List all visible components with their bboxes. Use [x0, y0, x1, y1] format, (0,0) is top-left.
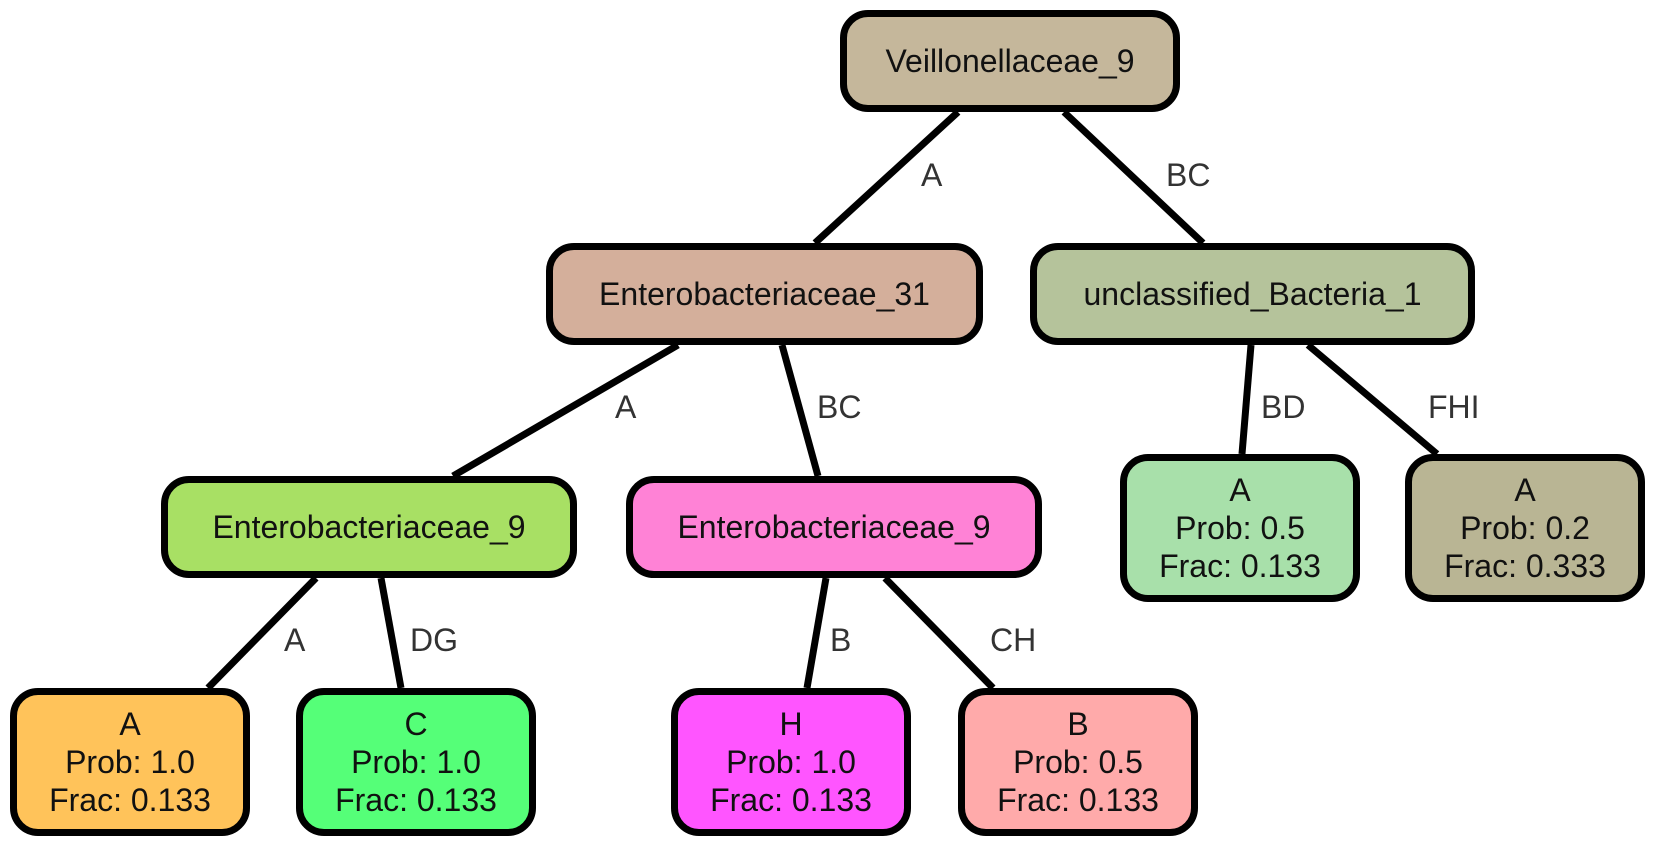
node-veillonellaceae-9: Veillonellaceae_9: [840, 10, 1180, 112]
edge-entero9a-leafC: [377, 577, 405, 689]
leaf-frac: Frac: 0.133: [335, 782, 497, 818]
leaf-node-h: H Prob: 1.0 Frac: 0.133: [671, 688, 911, 836]
edge-label-entero31-entero9a: A: [615, 389, 637, 425]
edge-label-entero9a-leafC: DG: [410, 622, 458, 658]
leaf-prob: Prob: 1.0: [351, 744, 481, 780]
edge-label-entero9b-leafH: B: [830, 622, 852, 658]
edge-label-root-entero31: A: [921, 157, 943, 193]
leaf-frac: Frac: 0.133: [710, 782, 872, 818]
edge-label-unclass-leafA2: BD: [1261, 389, 1306, 425]
leaf-class-label: H: [779, 706, 803, 742]
leaf-class-label: C: [404, 706, 428, 742]
leaf-node-c: C Prob: 1.0 Frac: 0.133: [296, 688, 536, 836]
leaf-class-label: A: [1514, 472, 1536, 508]
edge-label-root-unclass: BC: [1166, 157, 1211, 193]
edge-root-entero31: [812, 109, 961, 246]
leaf-prob: Prob: 1.0: [726, 744, 856, 780]
edge-unclass-leafA2: [1238, 344, 1255, 455]
leaf-prob: Prob: 1.0: [65, 744, 195, 780]
edge-entero31-entero9a: [451, 341, 680, 480]
node-enterobacteriaceae-9-left: Enterobacteriaceae_9: [161, 476, 577, 578]
leaf-class-label: A: [1229, 472, 1251, 508]
leaf-frac: Frac: 0.133: [1159, 548, 1321, 584]
node-enterobacteriaceae-9-right: Enterobacteriaceae_9: [626, 476, 1042, 578]
leaf-node-b: B Prob: 0.5 Frac: 0.133: [958, 688, 1198, 836]
node-unclassified-bacteria-1: unclassified_Bacteria_1: [1030, 243, 1475, 345]
edge-label-entero31-entero9b: BC: [817, 389, 862, 425]
edge-label-entero9b-leafB: CH: [990, 622, 1037, 658]
leaf-class-label: A: [119, 706, 141, 742]
leaf-node-a-1: A Prob: 1.0 Frac: 0.133: [10, 688, 250, 836]
edge-unclass-leafA3: [1305, 342, 1440, 457]
node-label: Enterobacteriaceae_9: [677, 509, 991, 545]
edge-entero9b-leafB: [882, 575, 996, 691]
edge-root-unclass: [1061, 109, 1206, 246]
leaf-prob: Prob: 0.5: [1013, 744, 1143, 780]
leaf-prob: Prob: 0.5: [1175, 510, 1305, 546]
edge-entero9b-leafH: [803, 577, 830, 689]
leaf-class-label: B: [1067, 706, 1089, 742]
edge-entero31-entero9b: [778, 344, 822, 477]
leaf-frac: Frac: 0.133: [997, 782, 1159, 818]
edge-entero9a-leafA1: [205, 575, 319, 691]
node-label: unclassified_Bacteria_1: [1083, 276, 1422, 312]
node-label: Enterobacteriaceae_9: [212, 509, 526, 545]
leaf-frac: Frac: 0.133: [49, 782, 211, 818]
node-label: Veillonellaceae_9: [885, 43, 1135, 79]
leaf-node-a-3: A Prob: 0.2 Frac: 0.333: [1405, 454, 1645, 602]
leaf-prob: Prob: 0.2: [1460, 510, 1590, 546]
edge-label-entero9a-leafA1: A: [284, 622, 306, 658]
node-label: Enterobacteriaceae_31: [599, 276, 930, 312]
leaf-node-a-2: A Prob: 0.5 Frac: 0.133: [1120, 454, 1360, 602]
leaf-frac: Frac: 0.333: [1444, 548, 1606, 584]
node-enterobacteriaceae-31: Enterobacteriaceae_31: [546, 243, 983, 345]
edge-label-unclass-leafA3: FHI: [1428, 389, 1480, 425]
